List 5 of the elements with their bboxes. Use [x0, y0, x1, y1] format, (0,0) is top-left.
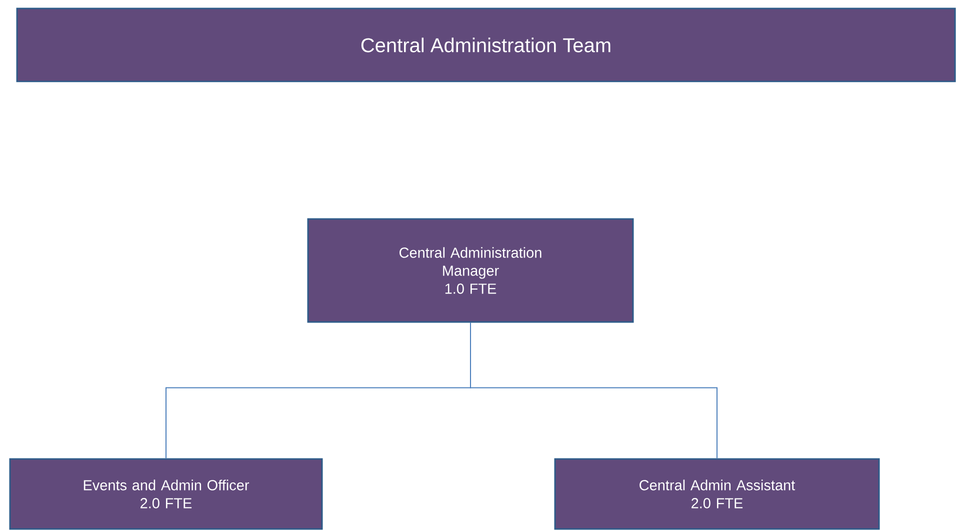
role-box: Events and Admin Officer 2.0 FTE [9, 458, 323, 530]
role-box: Central Admin Assistant 2.0 FTE [554, 458, 880, 530]
role-box: Central Administration Manager 1.0 FTE [307, 218, 634, 323]
connector-line [470, 322, 718, 459]
title-banner: Central Administration Team [16, 8, 956, 82]
